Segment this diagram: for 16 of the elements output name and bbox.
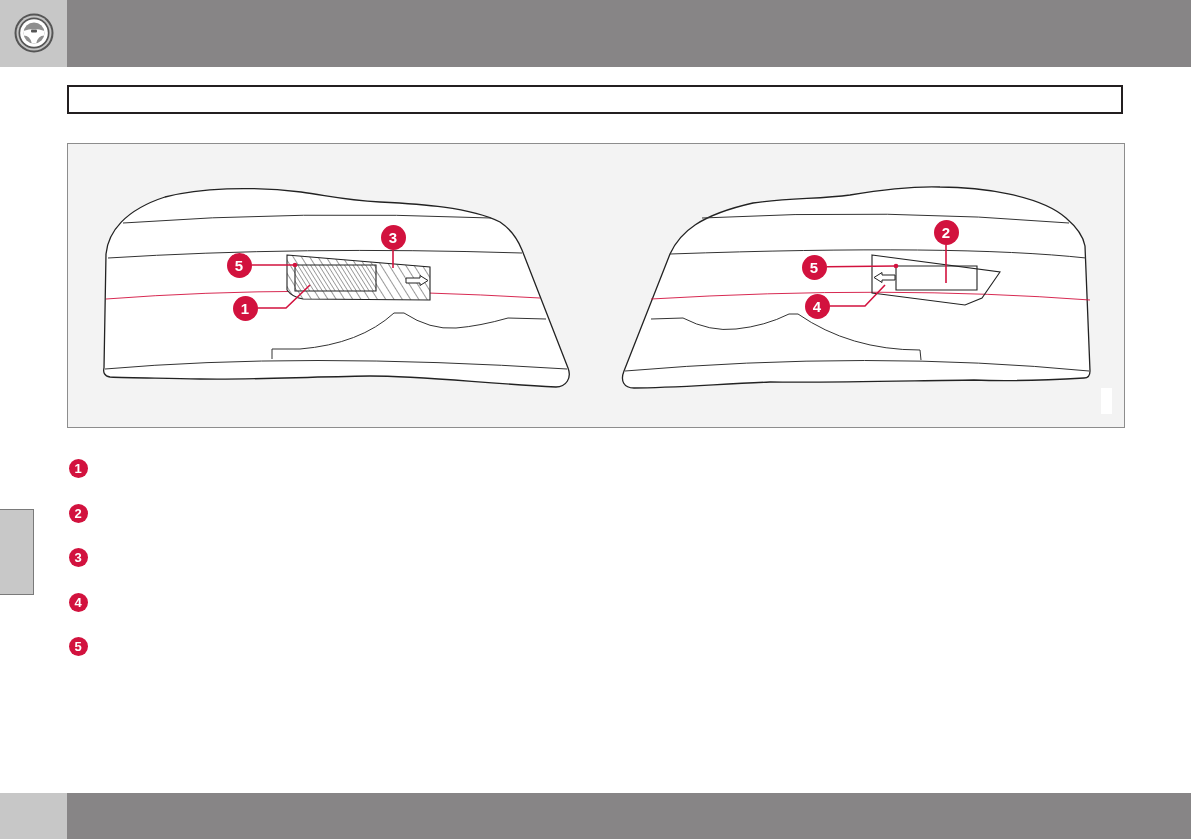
callout-number: 3: [68, 547, 88, 567]
leader-line: [945, 243, 947, 284]
lamp-housing: [286, 254, 431, 301]
lens-insert: [895, 265, 978, 291]
callout-number: 1: [68, 458, 88, 478]
lamp-housing: [871, 254, 1001, 306]
callout-number: 2: [68, 503, 88, 523]
leader-line: [392, 248, 394, 269]
leader-line: [250, 262, 298, 268]
leader-line: [828, 284, 886, 307]
chapter-tab: [0, 509, 34, 595]
callout-number: 4: [68, 592, 88, 612]
callout-number: 5: [68, 636, 88, 656]
lens-insert: [294, 264, 377, 292]
leader-line: [825, 263, 899, 269]
leader-line: [256, 284, 311, 309]
